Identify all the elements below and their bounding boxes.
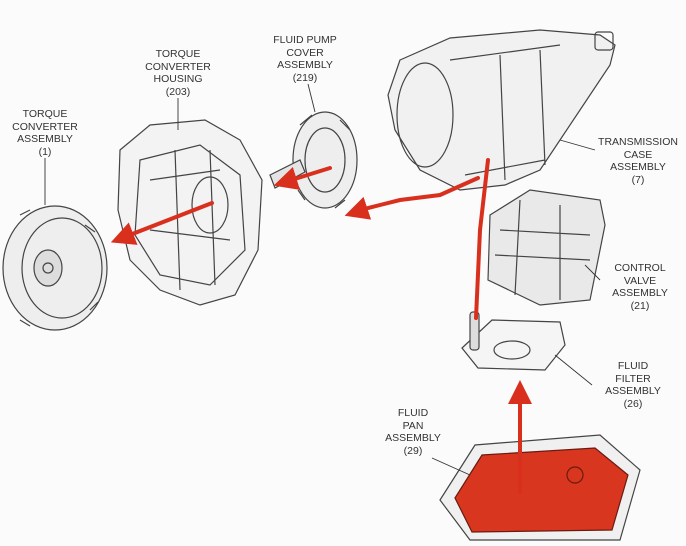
label-line: ASSEMBLY <box>612 287 668 299</box>
flow-arrow-pump-to-housing <box>273 166 332 190</box>
label-line: FLUID PUMP <box>273 34 337 46</box>
label-line: ASSEMBLY <box>385 432 441 444</box>
label-torque-converter-assembly: TORQUE CONVERTER ASSEMBLY (1) <box>12 108 78 158</box>
label-line: TORQUE <box>22 108 68 120</box>
label-ref: (21) <box>630 299 650 312</box>
leader-lines <box>44 83 601 476</box>
label-line: FLUID <box>397 407 429 419</box>
label-ref: (7) <box>631 173 645 186</box>
label-line: PAN <box>402 419 424 432</box>
label-ref: (203) <box>165 85 191 98</box>
label-ref: (219) <box>292 71 318 84</box>
label-line: FILTER <box>615 372 651 385</box>
label-line: ASSEMBLY <box>605 385 661 397</box>
label-line: VALVE <box>623 274 657 287</box>
pump-cover-part <box>269 111 358 209</box>
label-line: TRANSMISSION <box>598 136 678 148</box>
label-line: CONVERTER <box>145 60 211 73</box>
label-torque-converter-housing: TORQUE CONVERTER HOUSING (203) <box>145 48 211 98</box>
label-line: ASSEMBLY <box>277 59 333 71</box>
label-line: CASE <box>623 148 653 161</box>
label-fluid-pump-cover-assembly: FLUID PUMP COVER ASSEMBLY (219) <box>273 34 337 84</box>
torque-converter-part <box>2 205 108 331</box>
transmission-case-part <box>387 29 616 191</box>
control-valve-part <box>487 189 606 306</box>
label-control-valve-assembly: CONTROL VALVE ASSEMBLY (21) <box>612 262 668 312</box>
label-line: ASSEMBLY <box>17 133 73 145</box>
flow-arrow-case-to-pump <box>344 176 480 220</box>
label-ref: (26) <box>623 397 643 410</box>
label-fluid-filter-assembly: FLUID FILTER ASSEMBLY (26) <box>605 360 661 410</box>
flow-arrow-filter-to-case <box>474 158 490 320</box>
label-line: TORQUE <box>155 48 201 60</box>
flow-arrow-housing-to-converter <box>110 201 214 245</box>
label-transmission-case-assembly: TRANSMISSION CASE ASSEMBLY (7) <box>598 136 678 186</box>
fluid-filter-part <box>461 311 566 371</box>
label-ref: (29) <box>403 444 423 457</box>
label-line: FLUID <box>617 360 649 372</box>
label-ref: (1) <box>38 145 52 158</box>
label-line: COVER <box>286 46 324 59</box>
fluid-pan-part <box>439 434 641 541</box>
label-line: ASSEMBLY <box>610 161 666 173</box>
label-fluid-pan-assembly: FLUID PAN ASSEMBLY (29) <box>385 407 441 457</box>
fluid-flow-arrows <box>110 158 532 494</box>
label-line: CONVERTER <box>12 120 78 133</box>
label-line: HOUSING <box>153 73 203 85</box>
label-line: CONTROL <box>614 262 666 274</box>
